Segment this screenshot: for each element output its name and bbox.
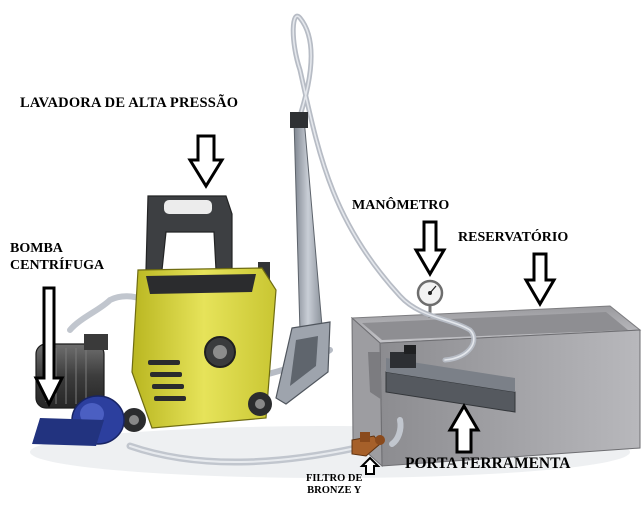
label-filtro-line1: FILTRO DE <box>306 473 363 484</box>
label-bomba-centrifuga: BOMBA CENTRÍFUGA <box>10 241 104 275</box>
arrow-filtro <box>359 456 381 475</box>
down-arrow-icon <box>523 252 557 307</box>
arrow-manometro <box>413 220 447 277</box>
arrow-porta-ferramenta <box>447 403 481 454</box>
filtro-bronze-y <box>351 432 385 457</box>
arrow-bomba <box>33 286 65 408</box>
down-arrow-icon <box>187 134 225 189</box>
label-bomba-line2: CENTRÍFUGA <box>10 257 105 273</box>
down-arrow-icon <box>33 286 65 408</box>
manometro-gauge <box>416 279 444 318</box>
down-arrow-icon <box>413 220 447 277</box>
porta-ferramenta <box>385 345 516 413</box>
up-arrow-icon <box>359 456 381 475</box>
arrow-reservatorio <box>523 252 557 307</box>
arrow-lavadora <box>187 134 225 189</box>
label-manometro: MANÔMETRO <box>352 198 450 213</box>
lanca-pistola <box>275 112 331 405</box>
label-filtro-line2: BRONZE Y <box>307 485 362 497</box>
label-filtro-bronze: FILTRO DE BRONZE Y <box>306 473 363 497</box>
label-porta-ferramenta: PORTA FERRAMENTA <box>405 455 571 472</box>
label-bomba-line1: BOMBA <box>10 241 63 256</box>
label-reservatorio: RESERVATÓRIO <box>458 230 569 245</box>
up-arrow-icon <box>447 403 481 454</box>
lavadora-alta-pressao <box>122 195 277 432</box>
label-lavadora: LAVADORA DE ALTA PRESSÃO <box>20 95 239 111</box>
